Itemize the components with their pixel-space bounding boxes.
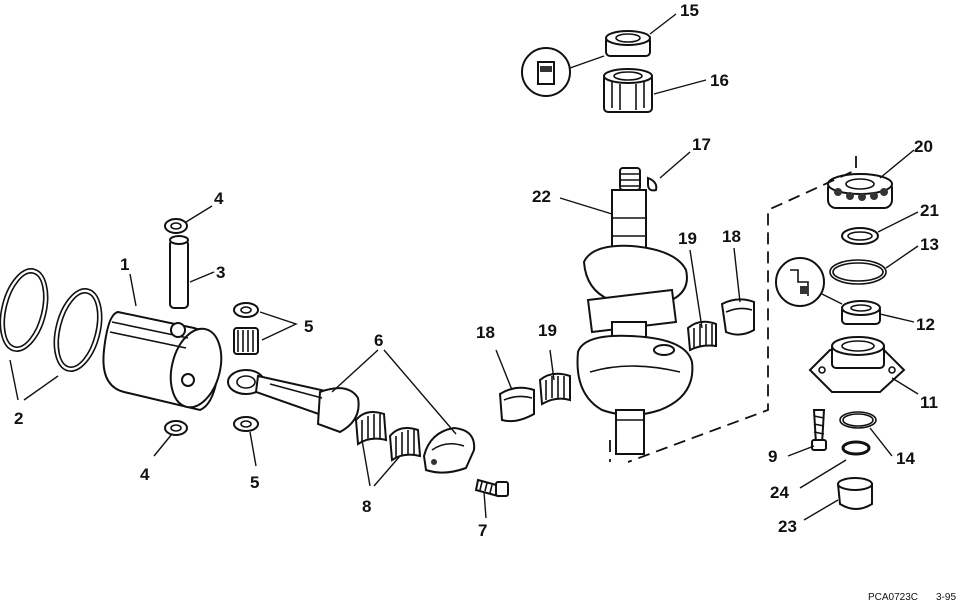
callout-12: 12: [916, 315, 935, 334]
end-cap: [836, 477, 873, 510]
callout-11: 11: [920, 393, 938, 412]
housing-screw: [811, 409, 827, 451]
callout-labels: 1 2 3 4 4 5 5 6 7 8 9 11 12 13 14 15 16 …: [14, 1, 939, 540]
thrust-washer-lower: [233, 416, 259, 432]
callout-7: 7: [478, 521, 487, 540]
crankpin-bearing-left: [538, 372, 571, 406]
rod-bearing-cage-right: [388, 427, 422, 462]
callout-14: 14: [896, 449, 915, 468]
callout-5-upper: 5: [304, 317, 313, 336]
crankshaft: [576, 167, 694, 455]
piston: [102, 310, 223, 412]
lower-seal-housing: [808, 336, 906, 393]
crankshaft-key: [647, 176, 658, 192]
lubricant-symbol-icon: [775, 257, 843, 307]
callout-22: 22: [532, 187, 551, 206]
callout-5-lower: 5: [250, 473, 259, 492]
bearing-retaining-ring: [841, 227, 879, 245]
callout-18-left: 18: [476, 323, 495, 342]
wrist-pin: [169, 235, 189, 309]
callout-3: 3: [216, 263, 225, 282]
figure-code: PCA0723C: [868, 592, 918, 603]
leader-lines: [9, 13, 919, 521]
callout-21: 21: [920, 201, 939, 220]
connecting-rod-cap: [422, 426, 476, 474]
wrist-pin-bearing: [233, 327, 259, 355]
retaining-ring-upper: [164, 218, 188, 234]
callout-4-upper: 4: [214, 189, 224, 208]
o-ring-large: [829, 259, 887, 285]
sealant-symbol-icon: [521, 47, 605, 97]
callout-9: 9: [768, 447, 777, 466]
callout-4-lower: 4: [140, 465, 150, 484]
connecting-rod: [227, 369, 360, 434]
callout-6: 6: [374, 331, 383, 350]
callout-23: 23: [778, 517, 797, 536]
lower-oil-seal: [841, 300, 881, 325]
assembly-bracket-dashed: [609, 156, 857, 463]
callout-2: 2: [14, 409, 23, 428]
callout-15: 15: [680, 1, 699, 20]
crankpin-bearing-right: [686, 320, 717, 352]
o-ring-small: [839, 411, 877, 429]
lower-ball-bearing: [827, 173, 893, 209]
figure-reference: PCA0723C 3-95: [868, 592, 956, 603]
callout-1: 1: [120, 255, 129, 274]
upper-main-bearing: [603, 68, 653, 113]
upper-oil-seal: [605, 30, 651, 57]
page-reference: 3-95: [936, 592, 956, 603]
o-ring-drain: [841, 440, 871, 456]
callout-13: 13: [920, 235, 939, 254]
rod-bearing-cage-left: [354, 411, 388, 446]
callout-8: 8: [362, 497, 371, 516]
callout-20: 20: [914, 137, 933, 156]
callout-19-right: 19: [678, 229, 697, 248]
bearing-liner-left: [498, 386, 535, 423]
callout-16: 16: [710, 71, 729, 90]
callout-18-right: 18: [722, 227, 741, 246]
retaining-ring-lower: [164, 420, 188, 436]
piston-rings: [0, 268, 103, 372]
callout-24: 24: [770, 483, 789, 502]
rod-cap-bolt: [474, 478, 509, 498]
bearing-liner-right: [720, 298, 755, 336]
thrust-washer-upper: [233, 302, 259, 318]
callout-19-left: 19: [538, 321, 557, 340]
callout-17: 17: [692, 135, 711, 154]
